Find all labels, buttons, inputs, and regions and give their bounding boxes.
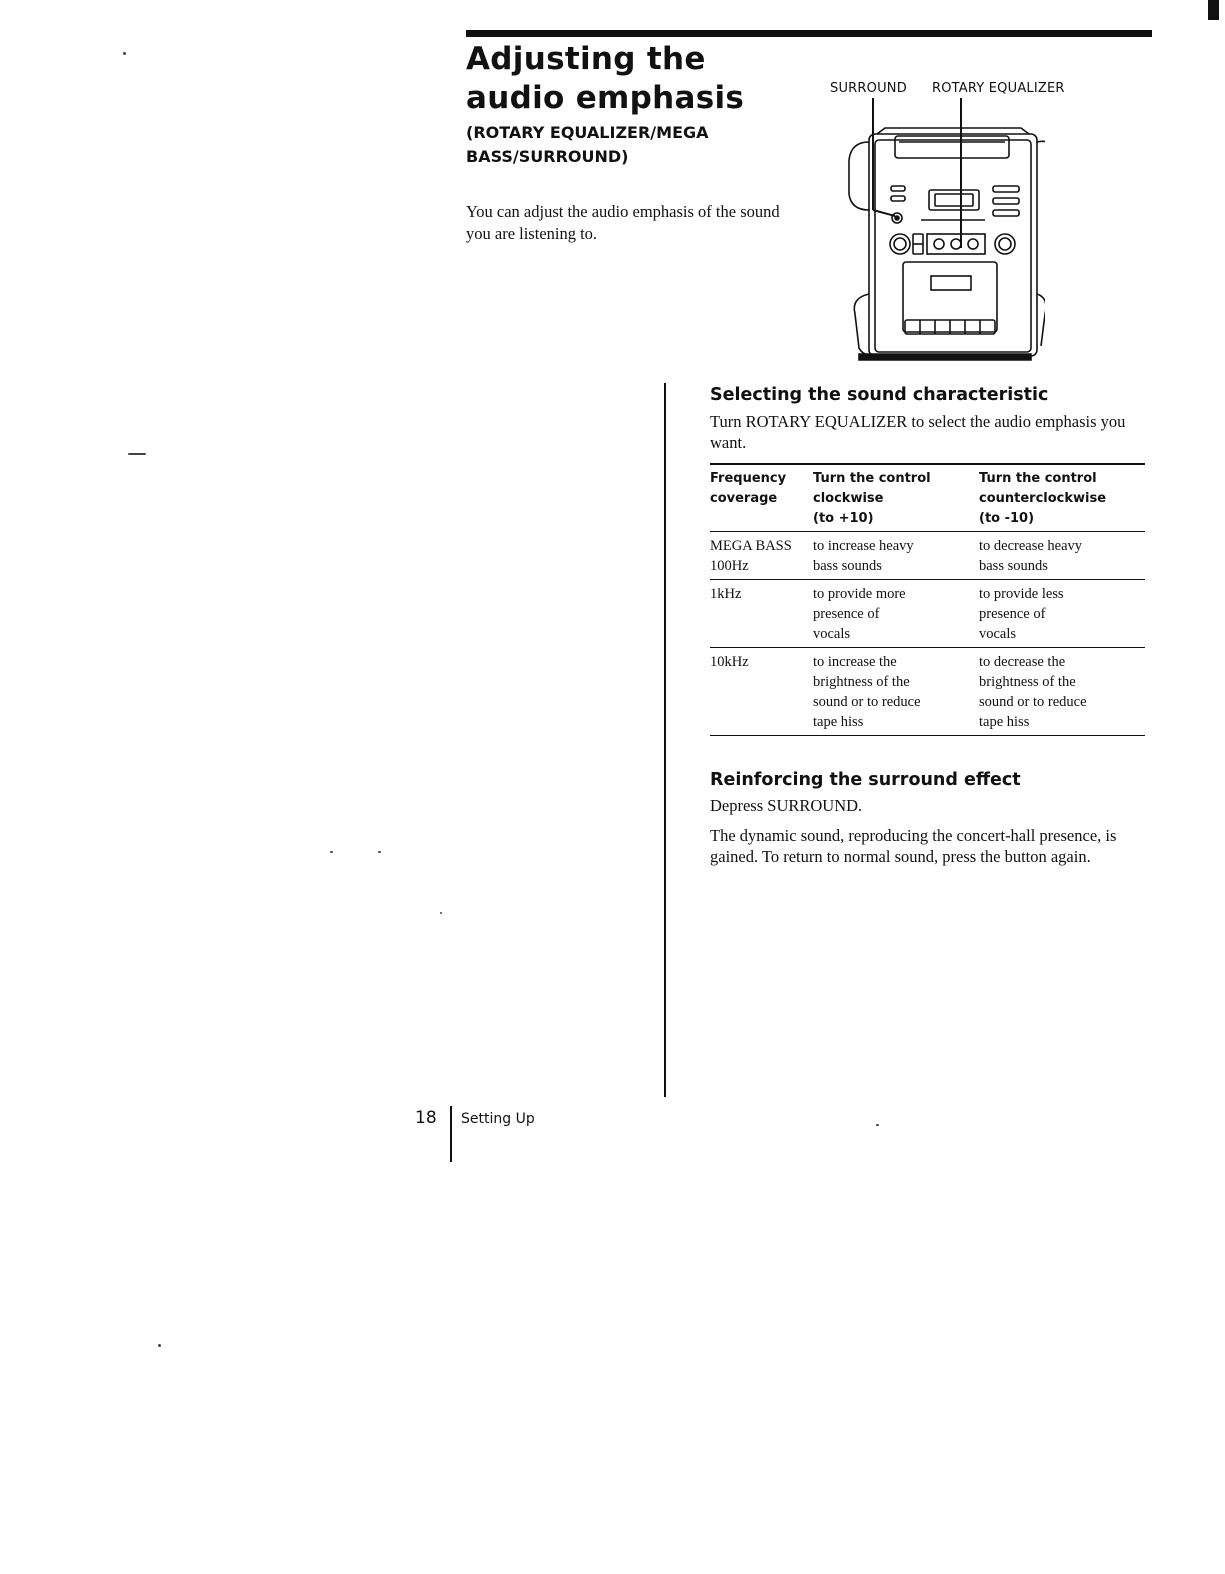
table-header-cell: Frequency coverage <box>710 471 787 506</box>
table-cell: to decrease the brightness of the sound … <box>979 654 1087 730</box>
page-title: Adjusting the audio emphasis <box>466 41 745 116</box>
table-cell: to provide more presence of vocals <box>813 586 906 642</box>
footer-rule <box>450 1106 452 1162</box>
scan-speck <box>876 1124 879 1126</box>
intro-paragraph: You can adjust the audio emphasis of the… <box>466 202 780 243</box>
table-cell: 1kHz <box>710 586 742 602</box>
scan-speck <box>330 851 333 853</box>
footer-section-name: Setting Up <box>461 1111 535 1127</box>
surround-callout-label: SURROUND <box>830 81 907 96</box>
scan-speck <box>440 912 442 914</box>
table-header-cell: Turn the control clockwise (to +10) <box>813 471 931 526</box>
scan-speck <box>158 1344 161 1347</box>
table-header-row: Frequency coverage Turn the control cloc… <box>710 465 1145 531</box>
stereo-unit-illustration <box>848 98 1045 361</box>
page-subtitle: (ROTARY EQUALIZER/MEGA BASS/SURROUND) <box>466 123 709 166</box>
table-cell: to provide less presence of vocals <box>979 586 1064 642</box>
table-cell: 10kHz <box>710 654 749 670</box>
rotary-equalizer-callout-label: ROTARY EQUALIZER <box>932 81 1065 96</box>
sound-characteristic-text: Turn ROTARY EQUALIZER to select the audi… <box>710 412 1126 452</box>
table-row: 10kHz to increase the brightness of the … <box>710 647 1145 735</box>
equalizer-table: Frequency coverage Turn the control cloc… <box>710 463 1145 736</box>
corner-registration-mark <box>1208 0 1219 20</box>
scan-speck <box>128 453 146 455</box>
page-number: 18 <box>415 1108 437 1128</box>
table-header-cell: Turn the control counterclockwise (to -1… <box>979 471 1107 526</box>
table-cell: to increase the brightness of the sound … <box>813 654 921 730</box>
table-cell: to increase heavy bass sounds <box>813 538 914 574</box>
section-heading-sound-characteristic: Selecting the sound characteristic <box>710 385 1049 405</box>
table-cell: to decrease heavy bass sounds <box>979 538 1083 574</box>
table-row: MEGA BASS 100Hz to increase heavy bass s… <box>710 531 1145 579</box>
top-rule <box>466 30 1152 37</box>
scan-speck <box>378 851 381 853</box>
column-divider <box>664 383 666 1097</box>
section-heading-surround-effect: Reinforcing the surround effect <box>710 770 1021 790</box>
surround-instruction-text: Depress SURROUND. <box>710 796 863 815</box>
table-cell: MEGA BASS 100Hz <box>710 538 792 574</box>
surround-description-text: The dynamic sound, reproducing the conce… <box>710 826 1117 866</box>
table-row: 1kHz to provide more presence of vocals … <box>710 579 1145 647</box>
scan-speck <box>123 52 126 55</box>
